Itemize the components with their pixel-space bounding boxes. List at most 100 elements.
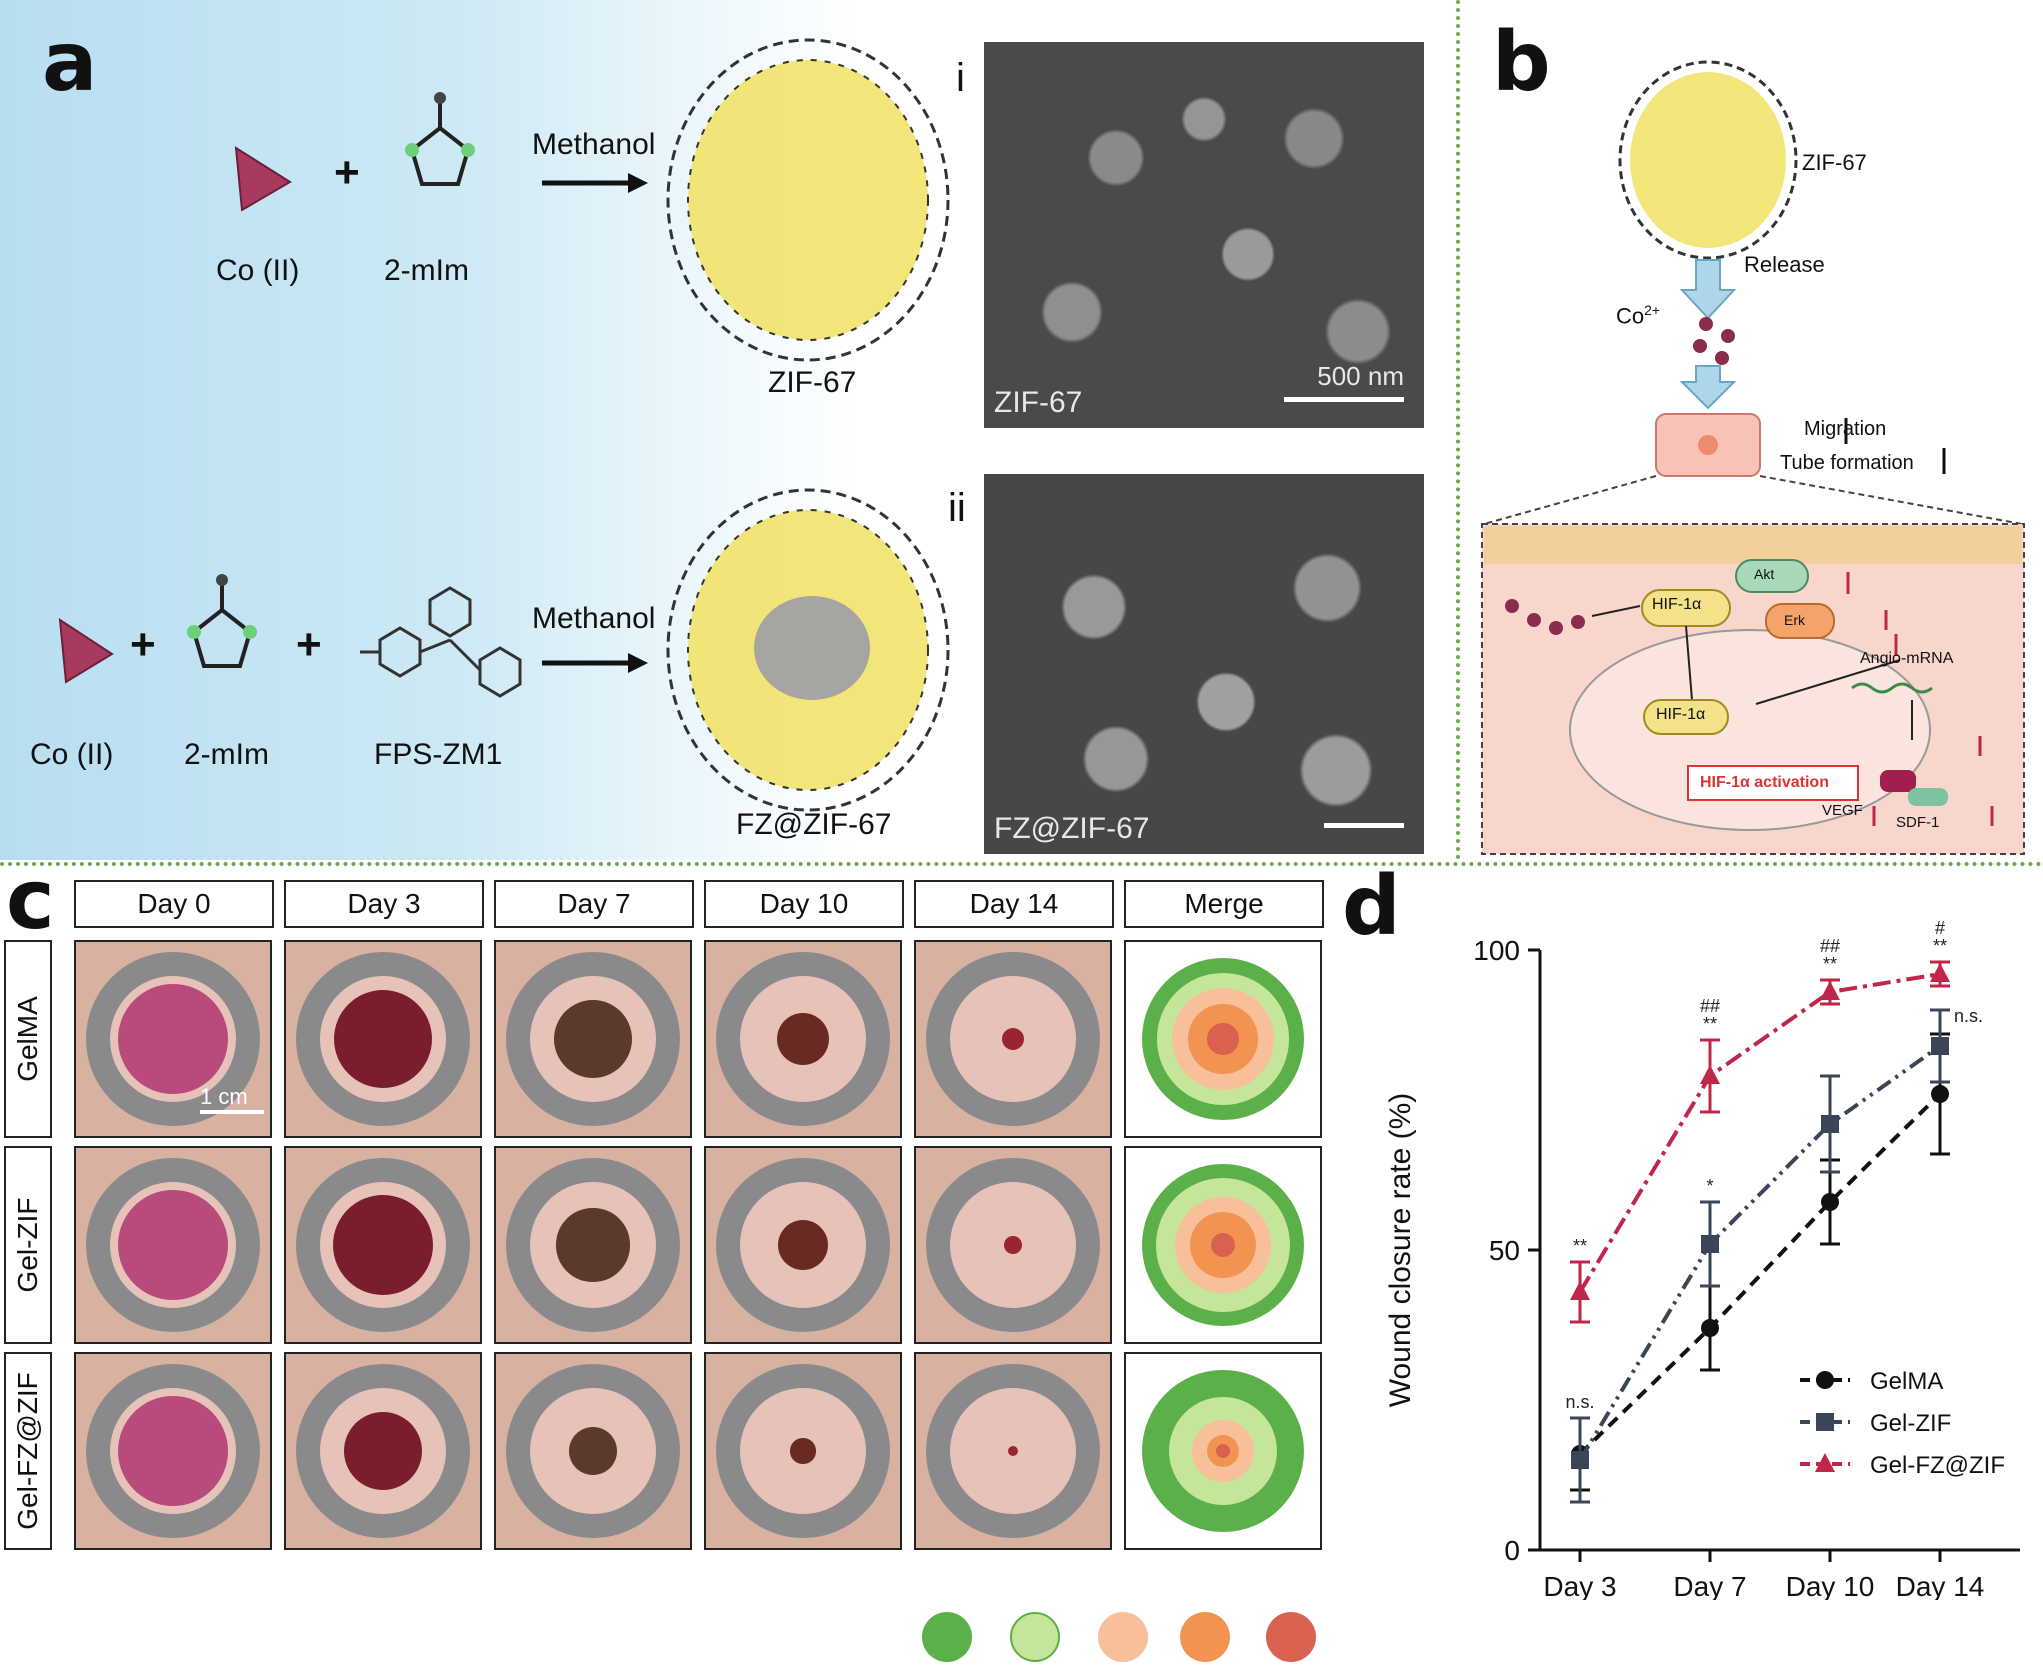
cobalt-ion-symbol: Co bbox=[1616, 303, 1645, 329]
sem-image-zif67: ZIF-67 500 nm bbox=[984, 42, 1424, 428]
legend-marker bbox=[1815, 1453, 1835, 1472]
sem-caption: ZIF-67 bbox=[994, 386, 1083, 419]
wound-area bbox=[776, 1012, 830, 1066]
wound-area bbox=[332, 1194, 434, 1296]
panel-letter-a: a bbox=[42, 15, 98, 110]
wound-photo bbox=[914, 1352, 1112, 1550]
wound-area bbox=[1001, 1027, 1025, 1051]
cobalt-tetrahedron-icon bbox=[234, 146, 292, 212]
data-point bbox=[1930, 963, 1950, 982]
significance-mark: ** bbox=[1823, 954, 1837, 974]
significance-mark: ## bbox=[1820, 936, 1840, 956]
wound-photo bbox=[284, 1352, 482, 1550]
row-header-gelma: GelMA bbox=[4, 940, 52, 1138]
row-label: GelMA bbox=[12, 996, 43, 1082]
legend-dot-day14 bbox=[1266, 1612, 1316, 1662]
wound-area bbox=[790, 1438, 816, 1464]
zif67-cage-icon bbox=[1618, 60, 1798, 260]
legend-dot-day3 bbox=[1010, 1612, 1060, 1662]
wound-photo bbox=[74, 940, 272, 1138]
erk-label: Erk bbox=[1784, 612, 1805, 628]
wound-photo bbox=[74, 1352, 272, 1550]
mof-label: ZIF-67 bbox=[1802, 150, 1867, 175]
down-arrow-icon bbox=[1679, 259, 1737, 320]
data-point bbox=[1820, 981, 1840, 1000]
wound-area bbox=[333, 989, 433, 1089]
product-fz-zif67-label: FZ@ZIF-67 bbox=[736, 808, 892, 841]
scale-bar-label: 500 nm bbox=[1317, 361, 1404, 391]
merge-diagram bbox=[1124, 1146, 1322, 1344]
legend-label: Gel-ZIF bbox=[1870, 1410, 1951, 1437]
angio-mrna-label: Angio-mRNA bbox=[1860, 650, 1954, 667]
data-point bbox=[1931, 1037, 1949, 1055]
wound-area bbox=[117, 1395, 229, 1507]
cobalt-tetrahedron-icon bbox=[58, 618, 114, 684]
legend-dot-day7 bbox=[1098, 1612, 1148, 1662]
x-tick-label: Day 7 bbox=[1673, 1571, 1746, 1600]
wound-photo bbox=[284, 940, 482, 1138]
cobalt-ion-label: Co2+ bbox=[1616, 302, 1660, 329]
wound-area bbox=[1007, 1445, 1019, 1457]
wound-area bbox=[1004, 1236, 1022, 1254]
y-tick-label: 0 bbox=[1504, 1535, 1520, 1566]
panel-a-background bbox=[0, 0, 1142, 860]
merge-diagram bbox=[1124, 940, 1322, 1138]
y-axis-label: Wound closure rate (%) bbox=[1384, 1093, 1417, 1408]
sdf-label: SDF-1 bbox=[1896, 814, 1940, 831]
wound-area bbox=[343, 1411, 423, 1491]
significance-mark: ** bbox=[1573, 1236, 1587, 1256]
legend-label: Gel-FZ@ZIF bbox=[1870, 1452, 2005, 1479]
zif67-cage-icon bbox=[666, 38, 950, 362]
panel-a-row1-graphics bbox=[234, 38, 950, 362]
reagent-co-label: Co (II) bbox=[216, 254, 300, 287]
wound-photo bbox=[74, 1146, 272, 1344]
data-point bbox=[1701, 1319, 1719, 1337]
wound-area bbox=[117, 1189, 229, 1301]
panel-letter-c: c bbox=[6, 853, 55, 948]
plus-sign: + bbox=[130, 620, 156, 669]
x-tick-label: Day 3 bbox=[1543, 1571, 1616, 1600]
reagent-2mim-label: 2-mIm bbox=[184, 738, 269, 771]
wound-photo bbox=[704, 940, 902, 1138]
wound-photo bbox=[704, 1352, 902, 1550]
plus-sign: + bbox=[334, 148, 360, 197]
y-tick-label: 50 bbox=[1489, 1235, 1520, 1266]
merge-layer bbox=[1210, 1232, 1236, 1258]
cobalt-ion-charge: 2+ bbox=[1644, 302, 1661, 318]
legend-dot-day0 bbox=[922, 1612, 972, 1662]
wound-photo bbox=[494, 940, 692, 1138]
merge-layer bbox=[1216, 1444, 1230, 1458]
x-tick-label: Day 14 bbox=[1896, 1571, 1985, 1600]
wound-photo bbox=[704, 1146, 902, 1344]
column-header-day7: Day 7 bbox=[494, 880, 694, 928]
migration-label: Migration bbox=[1804, 418, 1887, 440]
scale-bar-label: 1 cm bbox=[200, 1084, 248, 1109]
scale-bar bbox=[1284, 397, 1404, 402]
significance-mark: n.s. bbox=[1954, 1006, 1983, 1026]
column-header-merge: Merge bbox=[1124, 880, 1324, 928]
reagent-co-label: Co (II) bbox=[30, 738, 114, 771]
cobalt-ion-dots bbox=[1505, 599, 1585, 635]
sem-roman-i: i bbox=[956, 56, 965, 100]
wound-photo bbox=[914, 1146, 1112, 1344]
significance-mark: ** bbox=[1703, 1014, 1717, 1034]
imidazole-ring-icon bbox=[191, 582, 253, 668]
panel-letter-d: d bbox=[1342, 859, 1401, 954]
row-header-gel-zif: Gel-ZIF bbox=[4, 1146, 52, 1344]
release-label: Release bbox=[1744, 252, 1825, 277]
significance-mark: # bbox=[1935, 918, 1945, 938]
data-point bbox=[1821, 1115, 1839, 1133]
reagent-2mim-label: 2-mIm bbox=[384, 254, 469, 287]
significance-mark: ** bbox=[1933, 936, 1947, 956]
product-zif67-label: ZIF-67 bbox=[768, 366, 857, 399]
wound-photo bbox=[494, 1352, 692, 1550]
significance-mark: n.s. bbox=[1565, 1392, 1594, 1412]
scale-bar bbox=[1324, 823, 1404, 828]
data-point bbox=[1700, 1065, 1720, 1084]
data-point bbox=[1821, 1193, 1839, 1211]
merge-layer bbox=[1207, 1023, 1239, 1055]
fps-zm1-molecule-icon bbox=[360, 586, 522, 698]
series-line bbox=[1578, 1044, 1942, 1462]
endothelial-cell-icon bbox=[1655, 413, 1761, 477]
